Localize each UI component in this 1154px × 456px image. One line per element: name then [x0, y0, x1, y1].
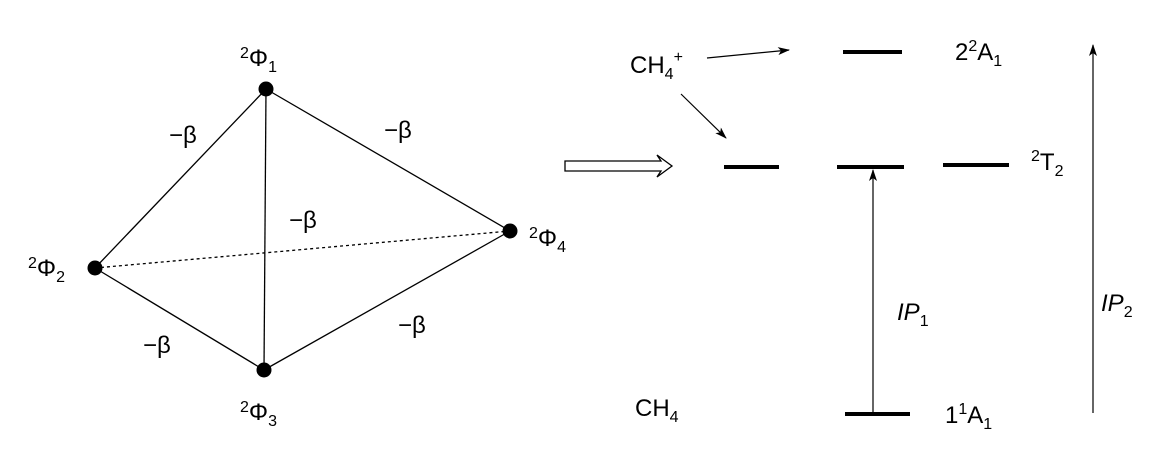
- node-1: [258, 81, 274, 97]
- edge-1-3: [263, 88, 267, 371]
- edge-label-1-4: −β: [384, 117, 412, 144]
- state-label-upper: 22A1: [955, 38, 1002, 70]
- node-label-3: 2Φ3: [240, 399, 277, 430]
- edge-label-1-2: −β: [169, 122, 197, 149]
- graph-edges: [94, 88, 511, 371]
- ip1-label: IP1: [897, 299, 929, 330]
- neutral-label: CH4: [635, 395, 679, 426]
- edge-1-2: [94, 88, 267, 269]
- node-label-4: 2Φ4: [529, 225, 566, 256]
- hollow-arrow-icon: [564, 154, 674, 178]
- edge-3-4: [263, 230, 511, 371]
- edge-label-3-4: −β: [398, 312, 426, 339]
- energy-levels: [724, 50, 1009, 416]
- edge-2-3: [94, 267, 265, 371]
- arrow-cation-to-upper: [706, 47, 790, 59]
- node-label-2: 2Φ2: [28, 255, 65, 286]
- edge-2-4-dotted: [94, 230, 511, 269]
- edge-1-4: [265, 88, 511, 232]
- node-4: [502, 223, 518, 239]
- node-label-1: 2Φ1: [240, 45, 277, 76]
- state-label-T2: 2T2: [1031, 148, 1064, 180]
- cation-label: CH4+: [630, 49, 683, 83]
- edge-label-2-3: −β: [143, 332, 171, 359]
- state-label-ground: 11A1: [945, 401, 992, 433]
- edge-label-1-3: −β: [289, 207, 317, 234]
- node-3: [256, 362, 272, 378]
- node-2: [87, 260, 103, 276]
- ip2-label: IP2: [1101, 290, 1133, 321]
- arrow-cation-to-T2: [680, 93, 727, 139]
